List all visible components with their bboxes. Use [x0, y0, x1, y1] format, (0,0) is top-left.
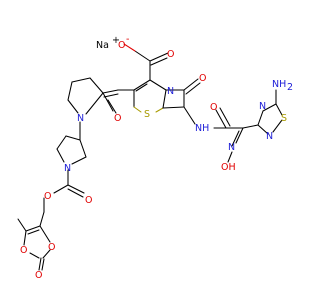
bond-carboxylate-co-double — [150, 57, 168, 66]
atom-thiadiazole-s: S — [281, 113, 287, 124]
bond-pyrr1-co — [102, 92, 114, 112]
bond-thia-3 — [275, 103, 283, 116]
bond-thia-5 — [257, 124, 269, 135]
bond-pyrr2-1 — [65, 135, 81, 141]
bond-amide-co-double — [219, 107, 231, 127]
bond-pyrr1-1 — [89, 77, 104, 94]
bond-diox-3 — [29, 252, 40, 259]
bond-ch2-ring — [39, 211, 45, 227]
atom-sodium: Na — [96, 40, 109, 51]
bond-pyrr1-2 — [71, 77, 91, 83]
atom-carboxylate-o2: O — [167, 49, 174, 60]
atom-sodium-charge: + — [112, 35, 120, 46]
bond-carboxylate-o-tip — [123, 43, 136, 52]
bond-amide-co — [215, 109, 227, 129]
bond-lactam-co-double — [185, 82, 201, 95]
bond-carbamate-co-double — [67, 188, 84, 198]
bond-lactam-3 — [162, 106, 185, 109]
bond-c7-nh — [183, 106, 196, 125]
bond-carboxylate-o — [134, 50, 151, 62]
bond-pyrr1-co-double — [107, 99, 117, 114]
bond-n-oh — [227, 151, 233, 163]
bond-ring6-1 — [133, 79, 151, 91]
bond-pyrr2-5 — [79, 139, 87, 158]
bond-ring6-5 — [162, 89, 167, 109]
atom-amide-o: O — [210, 102, 217, 113]
atom-oxime-n: N — [228, 142, 235, 153]
bond-thia-2 — [262, 103, 277, 112]
atom-amino: NH — [272, 79, 286, 90]
bond-diox-methyl — [17, 218, 27, 232]
molecule-structure-diagram: Na + O - O O N S NH O N OH N S N NH 2 O … — [17, 34, 293, 281]
bond-ring6-3 — [133, 106, 142, 113]
atom-pyrrolidine-n: N — [64, 163, 71, 174]
atom-lactam5-o: O — [114, 113, 121, 124]
bond-diox-5 — [39, 225, 51, 243]
atom-ring-s: S — [144, 109, 150, 120]
atom-lactam-o: O — [199, 73, 206, 84]
bond-carboxylate-co — [149, 52, 169, 62]
atom-carboxylate-charge: - — [126, 34, 129, 45]
bond-vinyl-2 — [102, 89, 119, 94]
atom-thiadiazole-n2: N — [266, 131, 273, 142]
bond-calpha-n-double — [231, 130, 240, 147]
atom-layer: Na + O - O O N S NH O N OH N S N NH 2 O … — [20, 34, 293, 281]
bond-vinyl-2-double — [103, 93, 119, 98]
atom-dioxolone-o1: O — [48, 242, 55, 253]
bond-ring6-1-double — [135, 83, 148, 92]
bond-ring6-6 — [149, 79, 167, 91]
atom-thiadiazole-n1: N — [259, 101, 266, 112]
atom-carbamate-o1: O — [85, 195, 92, 206]
bond-lactam-co — [183, 78, 199, 91]
atom-lactam-n: N — [167, 86, 174, 97]
atom-dioxolone-o3: O — [35, 270, 42, 281]
bond-pyrr2-3 — [56, 148, 65, 163]
atom-carbamate-o2: O — [44, 191, 51, 202]
bond-diox-1 — [25, 225, 41, 232]
atom-carboxylate-o: O — [118, 40, 125, 51]
bond-pyrr1-3 — [67, 81, 73, 101]
bond-pyrr1-4 — [67, 99, 79, 114]
bond-pyrr1-5 — [85, 92, 104, 115]
bond-diox-1-double — [27, 229, 40, 235]
bond-calpha-ring — [242, 124, 259, 129]
atom-oxime-oh: OH — [221, 162, 236, 173]
bond-pyrr2-2 — [56, 135, 67, 150]
bond-diox-2 — [23, 230, 27, 246]
bond-carbamate-o — [53, 184, 69, 194]
atom-amino-sub: 2 — [287, 82, 293, 93]
bond-carbamate-co — [67, 184, 85, 194]
bond-layer — [17, 43, 283, 271]
bond-calpha-n — [235, 127, 244, 144]
atom-amide-nh: NH — [195, 123, 209, 134]
atom-pyrrolidinone-n: N — [77, 113, 84, 124]
bond-ring6-4 — [155, 107, 164, 113]
atom-dioxolone-o2: O — [20, 245, 27, 256]
bond-diox-4 — [42, 249, 51, 259]
bond-pyrr2-4 — [71, 156, 87, 165]
bond-diox-co — [38, 257, 42, 271]
bond-diox-co-double — [41, 258, 45, 271]
bond-thia-1 — [257, 110, 264, 126]
bond-thia-4 — [272, 119, 283, 133]
